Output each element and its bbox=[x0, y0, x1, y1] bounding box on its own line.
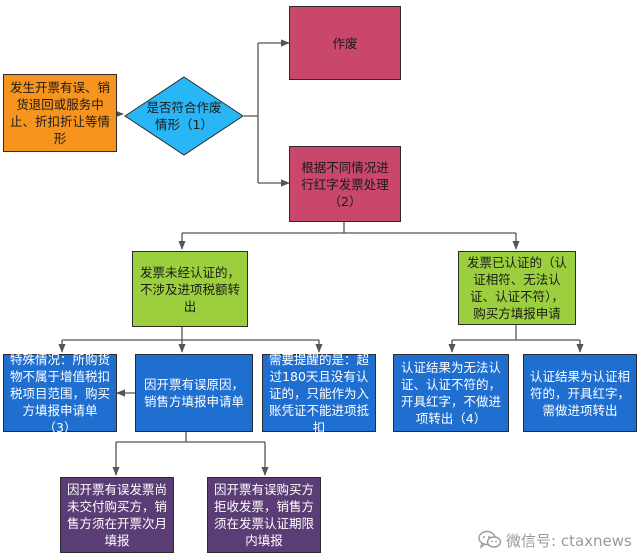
red-invoice-label: 根据不同情况进行红字发票处理（2） bbox=[301, 159, 389, 209]
cert-match-label: 认证结果为认证相符的，开具红字，需做进项转出 bbox=[530, 368, 631, 418]
start-node-label: 发生开票有误、销货退回或服务中止、折扣折让等情形 bbox=[10, 80, 111, 146]
not-certified-label: 发票未经认证的，不涉及进项税额转出 bbox=[139, 264, 240, 314]
decision-node: 是否符合作废情形（1） bbox=[124, 76, 244, 156]
special-case-node: 特殊情况：所购货物不属于增值税扣税项目范围，购买方填报申请单（3） bbox=[3, 352, 117, 435]
wechat-icon bbox=[478, 530, 502, 549]
seller-error-label: 因开票有误原因，销售方填报申请单 bbox=[143, 377, 244, 409]
undelivered-node: 因开票有误发票尚未交付购买方，销售方须在开票次月填报 bbox=[60, 477, 174, 553]
wechat-watermark: 微信号: ctaxnews bbox=[478, 526, 632, 554]
seller-error-node: 因开票有误原因，销售方填报申请单 bbox=[135, 354, 253, 432]
decision-label: 是否符合作废情形（1） bbox=[146, 100, 222, 132]
cert-unable-node: 认证结果为无法认证、认证不符的，开具红字，不做进项转出（4） bbox=[393, 354, 509, 432]
undelivered-label: 因开票有误发票尚未交付购买方，销售方须在开票次月填报 bbox=[67, 482, 168, 548]
certified-node: 发票已认证的（认证相符、无法认证、认证不符），购买方填报申请 bbox=[458, 251, 576, 325]
watermark-text: 微信号: ctaxnews bbox=[506, 531, 632, 550]
void-label: 作废 bbox=[332, 35, 358, 51]
void-node: 作废 bbox=[289, 6, 401, 80]
reminder-node: 需要提醒的是：超过180天且没有认证的，只能作为入账凭证不能进项抵扣 bbox=[262, 352, 376, 435]
certified-label: 发票已认证的（认证相符、无法认证、认证不符），购买方填报申请 bbox=[466, 255, 567, 321]
buyer-rejected-label: 因开票有误购买方拒收发票，销售方须在发票认证期限内填报 bbox=[214, 482, 315, 548]
cert-match-node: 认证结果为认证相符的，开具红字，需做进项转出 bbox=[523, 354, 637, 432]
not-certified-node: 发票未经认证的，不涉及进项税额转出 bbox=[132, 251, 248, 327]
cert-unable-label: 认证结果为无法认证、认证不符的，开具红字，不做进项转出（4） bbox=[400, 360, 501, 426]
special-case-label: 特殊情况：所购货物不属于增值税扣税项目范围，购买方填报申请单（3） bbox=[10, 351, 111, 435]
start-node: 发生开票有误、销货退回或服务中止、折扣折让等情形 bbox=[3, 74, 117, 152]
decision-diamond bbox=[124, 76, 244, 156]
red-invoice-node: 根据不同情况进行红字发票处理（2） bbox=[289, 146, 401, 222]
buyer-rejected-node: 因开票有误购买方拒收发票，销售方须在发票认证期限内填报 bbox=[207, 477, 321, 553]
reminder-label: 需要提醒的是：超过180天且没有认证的，只能作为入账凭证不能进项抵扣 bbox=[269, 351, 370, 435]
